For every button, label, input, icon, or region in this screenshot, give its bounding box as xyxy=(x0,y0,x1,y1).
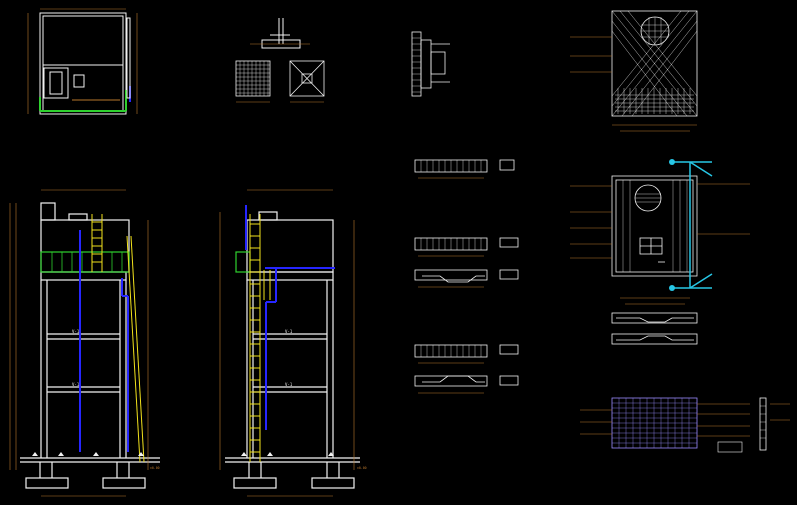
level-label: V-1 xyxy=(72,329,80,334)
rebar-roof-slab xyxy=(570,10,698,132)
hatch-plan-detail xyxy=(235,60,325,103)
beam-sections xyxy=(414,159,519,394)
manhole-cover-section xyxy=(411,31,450,97)
rebar-tank-floor xyxy=(570,159,750,345)
rebar-wall-elevation xyxy=(580,397,790,453)
ground-level-mark: ±0.00 xyxy=(150,466,160,470)
ground-level-mark: ±0.00 xyxy=(357,466,367,470)
anchor-bolt-detail xyxy=(250,18,310,49)
railing xyxy=(40,251,130,273)
pipes xyxy=(245,205,335,430)
plan-tank-top xyxy=(27,8,138,115)
level-label: V-1 xyxy=(285,329,293,334)
pipes xyxy=(79,230,129,452)
ladder xyxy=(91,214,145,463)
level-label: V-1 xyxy=(285,382,293,387)
side-elevation: V-1 V-1 ±0.00 xyxy=(219,189,367,497)
overflow-pipe xyxy=(672,161,713,289)
level-label: V-1 xyxy=(72,382,80,387)
ladder xyxy=(249,214,271,462)
front-elevation: V-1 V-1 ±0.00 xyxy=(9,189,160,497)
